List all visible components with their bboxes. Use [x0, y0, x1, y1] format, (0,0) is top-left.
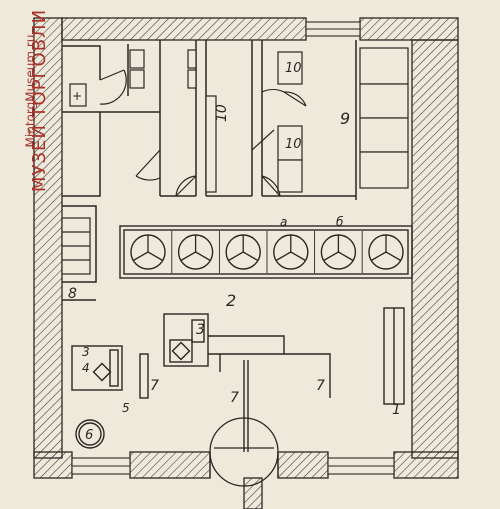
label-5: 5 — [122, 401, 130, 415]
display-counter — [119, 225, 413, 279]
door-swings — [99, 69, 307, 197]
watermark-site: MintorgMuseum.ru — [23, 34, 38, 148]
label-b: б — [336, 215, 344, 229]
storage-shelves — [61, 47, 409, 275]
label-8: 8 — [68, 286, 77, 302]
counter-fan-unit — [225, 231, 268, 273]
counter-fan-unit — [273, 231, 316, 273]
outer-walls — [33, 17, 459, 509]
label-7-left: 7 — [150, 378, 159, 394]
label-7-right: 7 — [316, 378, 325, 394]
label-10-a: 10 — [285, 61, 302, 76]
label-3-desk: 3 — [196, 322, 205, 338]
label-6: 6 — [85, 428, 93, 443]
room-labels: 10 10 10 9 а б 2 8 3 3 4 5 6 7 7 7 1 + — [68, 61, 401, 443]
counter-fan-unit — [130, 231, 173, 273]
label-a: а — [280, 215, 287, 229]
label-7-center: 7 — [230, 390, 239, 406]
windows — [71, 21, 395, 475]
counter-fan-units — [130, 231, 404, 273]
label-10-c: 10 — [214, 104, 230, 122]
label-2: 2 — [226, 291, 236, 310]
counter-fan-unit — [320, 231, 363, 273]
entrance-doors — [209, 417, 279, 487]
counter-fan-unit — [177, 231, 220, 273]
label-3-side: 3 — [82, 345, 90, 359]
label-9: 9 — [340, 109, 350, 128]
partitions — [62, 40, 357, 301]
sales-fixtures — [71, 307, 405, 452]
label-10-b: 10 — [285, 137, 302, 152]
label-1: 1 — [392, 402, 401, 418]
counter-fan-unit — [368, 234, 404, 270]
label-plus: + — [72, 89, 82, 103]
label-4: 4 — [82, 361, 90, 375]
